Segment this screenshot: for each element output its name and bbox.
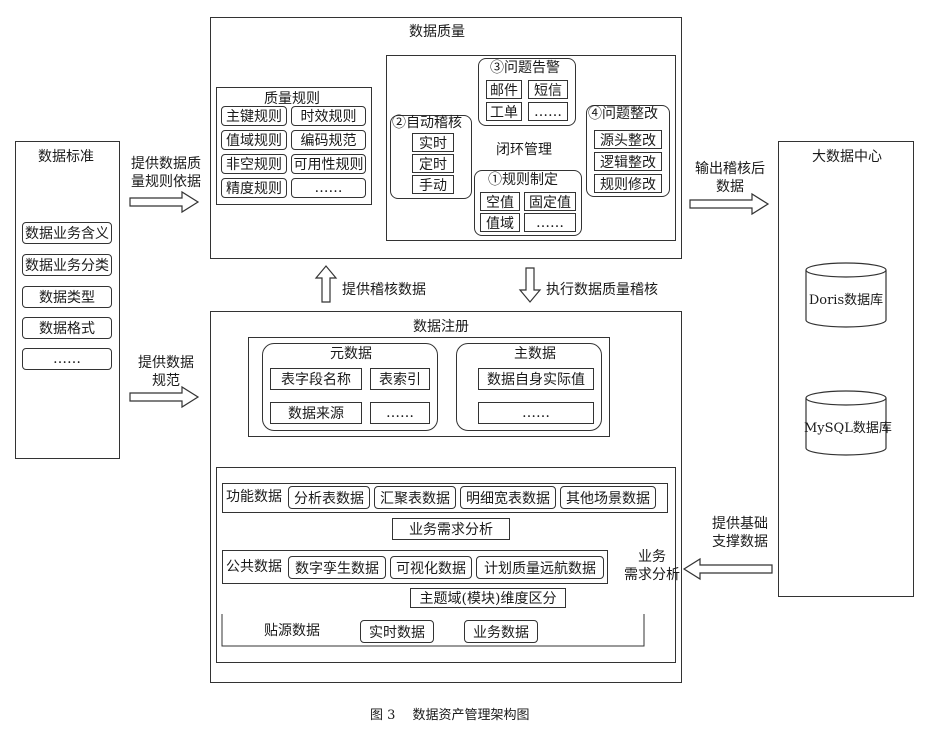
data-standard-item: 数据格式 (22, 317, 112, 339)
fix-title: ④问题整改 (588, 106, 658, 122)
doris-db-icon (805, 262, 887, 328)
data-quality-title: 数据质量 (409, 24, 465, 40)
meta-item: 表字段名称 (270, 368, 362, 390)
arrow-quality-down-to-registry (518, 267, 542, 303)
rule-item: …… (291, 178, 366, 198)
label-support: 提供基础 支撑数据 (700, 515, 780, 551)
data-standard-panel: 数据标准 数据业务含义 数据业务分类 数据类型 数据格式 …… (15, 141, 120, 459)
functional-item: 其他场景数据 (560, 486, 656, 509)
label-execute-audit: 执行数据质量稽核 (546, 282, 658, 298)
label-support-line1: 提供基础 (712, 516, 768, 532)
figure-caption: 图 3 数据资产管理架构图 (370, 708, 530, 723)
label-biz-analysis-line1: 业务 (638, 549, 666, 565)
rule-item: 主键规则 (221, 106, 287, 126)
alert-title: ③问题告警 (490, 60, 560, 76)
alert-item: …… (528, 102, 568, 121)
auto-audit-title: ②自动稽核 (392, 115, 462, 131)
rule-making-title: ①规则制定 (488, 172, 558, 188)
big-data-center-title: 大数据中心 (812, 149, 882, 165)
data-standard-item: …… (22, 348, 112, 370)
public-item: 计划质量远航数据 (476, 556, 604, 579)
label-output-line1: 输出稽核后 (695, 161, 765, 177)
data-standard-item: 数据业务分类 (22, 254, 112, 276)
meta-data-title: 元数据 (330, 346, 372, 362)
meta-item: …… (370, 402, 430, 424)
arrow-registry-up-to-quality (314, 265, 338, 303)
label-support-line2: 支撑数据 (712, 534, 768, 550)
label-provide-rules: 提供数据质 量规则依据 (124, 155, 208, 191)
label-provide-norm-line1: 提供数据 (138, 355, 194, 371)
mysql-db-icon (805, 390, 887, 456)
functional-item: 汇聚表数据 (374, 486, 456, 509)
data-standard-item: 数据类型 (22, 286, 112, 308)
master-item: …… (478, 402, 594, 424)
rule-item: 时效规则 (291, 106, 366, 126)
rule-item: 精度规则 (221, 178, 287, 198)
audit-item: 实时 (412, 133, 454, 152)
public-data-label: 公共数据 (226, 559, 282, 575)
audit-item: 定时 (412, 154, 454, 173)
arrow-quality-to-center (689, 192, 770, 216)
quality-rules-title: 质量规则 (264, 91, 320, 107)
rule-making-item: 值域 (480, 213, 520, 232)
master-data-title: 主数据 (514, 346, 556, 362)
closed-loop-label: 闭环管理 (496, 142, 552, 158)
theme-partition-box: 主题域(模块)维度区分 (410, 588, 566, 608)
arrow-center-to-registry (682, 557, 773, 581)
rule-making-item: …… (524, 213, 576, 232)
label-provide-audit: 提供稽核数据 (342, 282, 426, 298)
rule-item: 值域规则 (221, 130, 287, 150)
label-output: 输出稽核后 数据 (684, 160, 776, 196)
biz-analysis-box: 业务需求分析 (392, 518, 510, 540)
data-standard-item: 数据业务含义 (22, 222, 112, 244)
rule-item: 编码规范 (291, 130, 366, 150)
label-biz-analysis: 业务 需求分析 (622, 548, 682, 584)
label-provide-norm: 提供数据 规范 (124, 354, 208, 390)
audit-item: 手动 (412, 175, 454, 194)
fix-item: 源头整改 (594, 130, 662, 149)
meta-item: 数据来源 (270, 402, 362, 424)
arrow-standard-to-registry (129, 385, 200, 409)
public-item: 可视化数据 (390, 556, 472, 579)
base-data-label: 贴源数据 (264, 623, 320, 639)
rule-making-item: 空值 (480, 192, 520, 211)
base-item: 实时数据 (360, 620, 434, 643)
fix-item: 逻辑整改 (594, 152, 662, 171)
label-provide-norm-line2: 规范 (152, 373, 180, 389)
base-item: 业务数据 (464, 620, 538, 643)
functional-data-label: 功能数据 (226, 489, 282, 505)
alert-item: 邮件 (486, 80, 522, 99)
data-registry-title: 数据注册 (413, 319, 469, 335)
alert-item: 工单 (486, 102, 522, 121)
functional-item: 明细宽表数据 (460, 486, 556, 509)
mysql-db-label: MySQL数据库 (804, 421, 892, 436)
data-standard-title: 数据标准 (38, 149, 94, 165)
label-output-line2: 数据 (716, 179, 744, 195)
rule-item: 可用性规则 (291, 154, 366, 174)
fix-item: 规则修改 (594, 174, 662, 193)
doris-db-label: Doris数据库 (808, 293, 884, 308)
big-data-center-panel: 大数据中心 (778, 141, 914, 597)
rule-making-item: 固定值 (524, 192, 576, 211)
arrow-standard-to-quality (129, 190, 200, 214)
label-provide-rules-line2: 量规则依据 (131, 174, 201, 190)
alert-item: 短信 (528, 80, 568, 99)
meta-item: 表索引 (370, 368, 430, 390)
label-biz-analysis-line2: 需求分析 (624, 567, 680, 583)
label-provide-rules-line1: 提供数据质 (131, 156, 201, 172)
functional-item: 分析表数据 (288, 486, 370, 509)
public-item: 数字孪生数据 (288, 556, 386, 579)
rule-item: 非空规则 (221, 154, 287, 174)
master-item: 数据自身实际值 (478, 368, 594, 390)
